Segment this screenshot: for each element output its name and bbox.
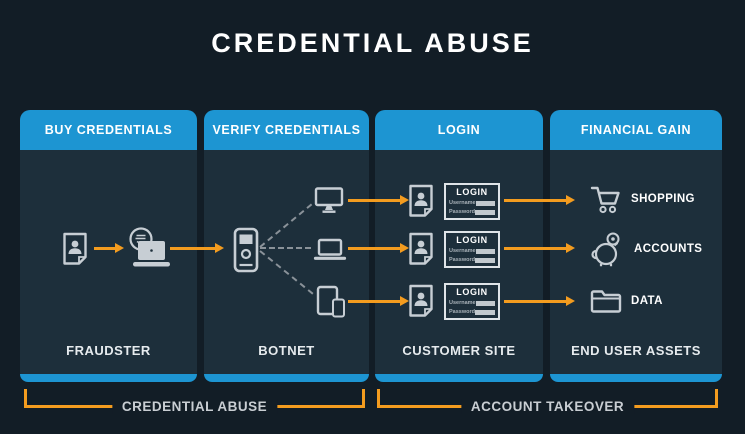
login-form: LOGIN Username Password <box>444 283 500 320</box>
login-form-title: LOGIN <box>456 235 488 245</box>
panel-bottom-bar <box>550 374 722 382</box>
buy-laptop-icon <box>126 226 176 270</box>
bracket-credential-abuse: CREDENTIAL ABUSE <box>24 389 365 414</box>
page-title: CREDENTIAL ABUSE <box>211 28 534 58</box>
flow-arrow <box>348 243 409 253</box>
flow-arrow <box>170 243 224 253</box>
folder-icon <box>590 288 622 314</box>
panel-login: LOGIN CUSTOMER SITE <box>375 110 543 382</box>
column-header-buy-credentials: BUY CREDENTIALS <box>20 110 197 150</box>
login-username-row: Username <box>449 248 495 254</box>
credential-document-icon <box>408 184 434 218</box>
password-label: Password <box>449 209 475 215</box>
login-password-row: Password <box>449 309 495 315</box>
asset-label-shopping: SHOPPING <box>631 193 695 205</box>
column-label-customer-site: CUSTOMER SITE <box>402 343 516 358</box>
password-field <box>474 209 495 215</box>
piggy-bank-icon <box>589 231 625 267</box>
username-label: Username <box>449 200 476 206</box>
login-password-row: Password <box>449 257 495 263</box>
login-form: LOGIN Username Password <box>444 231 500 268</box>
panel-financial-gain: FINANCIAL GAIN END USER ASSETS <box>550 110 722 382</box>
login-username-row: Username <box>449 300 495 306</box>
username-label: Username <box>449 248 476 254</box>
asset-label-accounts: ACCOUNTS <box>634 243 703 255</box>
flow-arrow <box>504 296 575 306</box>
column-header-login: LOGIN <box>375 110 543 150</box>
panel-bottom-bar <box>375 374 543 382</box>
asset-row-data: DATA <box>590 288 663 314</box>
flow-arrow <box>504 243 575 253</box>
desktop-monitor-icon <box>314 186 344 214</box>
flow-arrow <box>348 195 409 205</box>
column-header-verify-credentials: VERIFY CREDENTIALS <box>204 110 369 150</box>
asset-label-data: DATA <box>631 295 663 307</box>
panel-bottom-bar <box>204 374 369 382</box>
botnet-dashed-link <box>260 247 311 249</box>
credential-document-icon <box>62 232 88 266</box>
column-header-financial-gain: FINANCIAL GAIN <box>550 110 722 150</box>
bracket-label-credential-abuse: CREDENTIAL ABUSE <box>111 399 278 414</box>
bracket-label-account-takeover: ACCOUNT TAKEOVER <box>460 399 635 414</box>
login-password-row: Password <box>449 209 495 215</box>
credential-document-icon <box>408 232 434 266</box>
login-username-row: Username <box>449 200 495 206</box>
shopping-cart-icon <box>590 184 622 214</box>
password-label: Password <box>449 257 475 263</box>
username-field <box>475 200 495 206</box>
bracket-account-takeover: ACCOUNT TAKEOVER <box>377 389 718 414</box>
column-label-fraudster: FRAUDSTER <box>66 343 151 358</box>
password-field <box>474 257 495 263</box>
asset-row-shopping: SHOPPING <box>590 184 695 214</box>
password-label: Password <box>449 309 475 315</box>
tablet-phone-icon <box>316 285 346 319</box>
server-icon <box>233 227 259 273</box>
username-field <box>475 300 495 306</box>
password-field <box>474 309 495 315</box>
laptop-icon <box>313 238 347 261</box>
login-form-title: LOGIN <box>456 287 488 297</box>
panel-bottom-bar <box>20 374 197 382</box>
panel-buy-credentials: BUY CREDENTIALS FRAUDSTER <box>20 110 197 382</box>
username-field <box>475 248 495 254</box>
credential-document-icon <box>408 284 434 318</box>
column-label-end-user-assets: END USER ASSETS <box>571 343 701 358</box>
asset-row-accounts: ACCOUNTS <box>589 231 702 267</box>
login-form: LOGIN Username Password <box>444 183 500 220</box>
flow-arrow <box>94 243 124 253</box>
login-form-title: LOGIN <box>456 187 488 197</box>
column-label-botnet: BOTNET <box>258 343 315 358</box>
flow-arrow <box>348 296 409 306</box>
flow-arrow <box>504 195 575 205</box>
username-label: Username <box>449 300 476 306</box>
